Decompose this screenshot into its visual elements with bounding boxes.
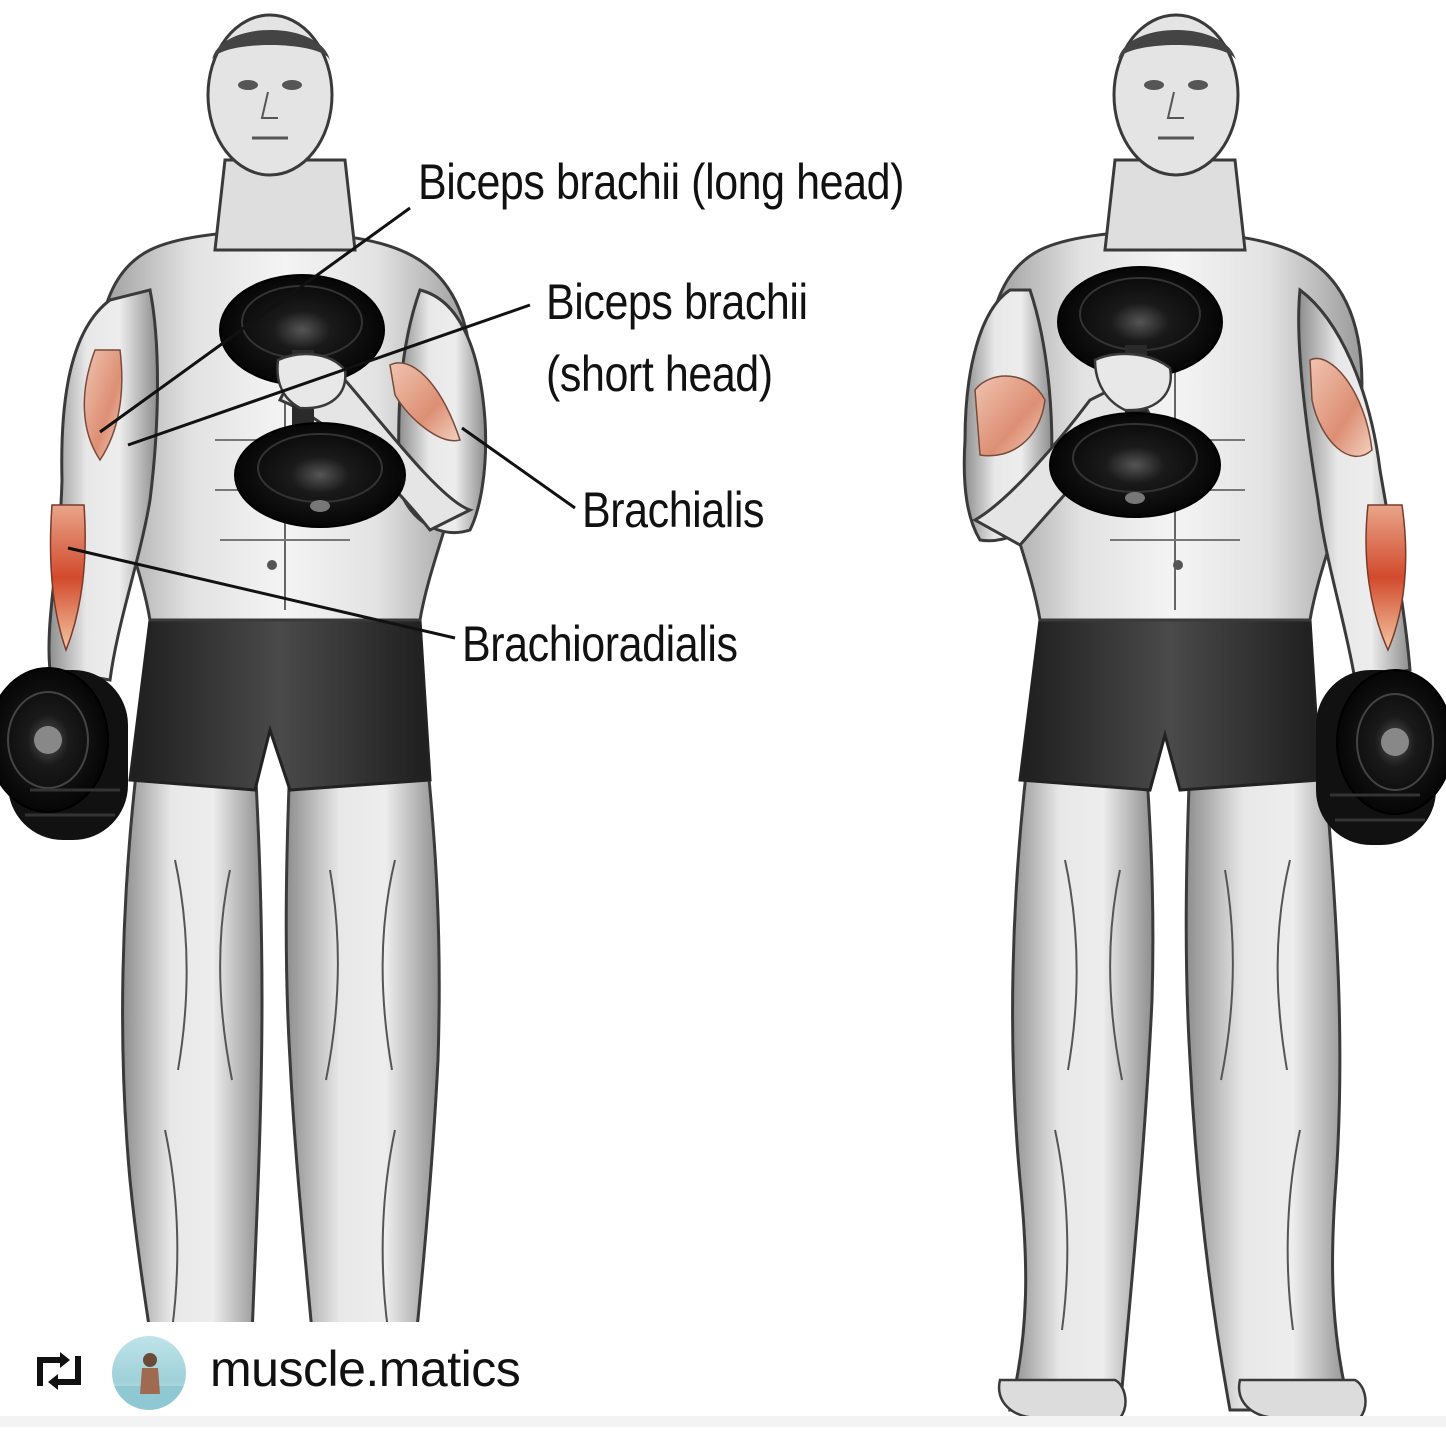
label-brachialis: Brachialis [582,480,764,540]
repost-attribution: muscle.matics [0,1322,560,1418]
label-biceps-short-head-line1: Biceps brachii [546,272,808,332]
avatar[interactable] [112,1336,186,1410]
right-figure [964,15,1446,1418]
left-figure [0,15,486,1400]
username[interactable]: muscle.matics [210,1340,520,1398]
label-biceps-long-head: Biceps brachii (long head) [418,152,904,212]
repost-icon [30,1348,88,1394]
right-hanging-dumbbell [1316,670,1446,845]
left-hanging-dumbbell [0,668,128,840]
caption-strip [0,1416,1446,1427]
label-brachioradialis: Brachioradialis [462,614,738,674]
label-biceps-short-head-line2: (short head) [546,344,773,404]
